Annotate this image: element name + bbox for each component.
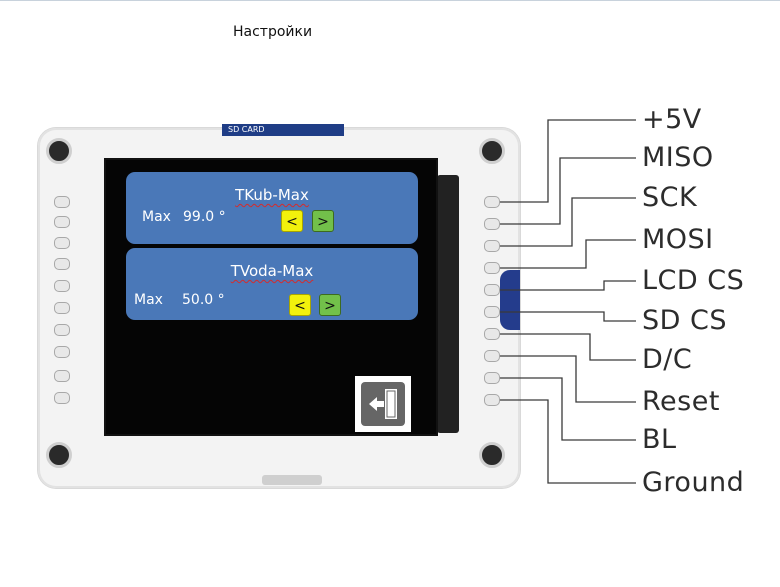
pin-label-sd-cs: SD CS — [642, 305, 728, 336]
bottom-connector — [262, 475, 322, 485]
left-pin — [54, 324, 70, 336]
board-side-component — [500, 270, 520, 330]
card-value: 50.0 ° — [182, 292, 225, 308]
pin-label-5v: +5V — [642, 104, 702, 135]
decrease-button[interactable]: < — [289, 294, 311, 316]
mount-hole-top-right — [479, 138, 505, 164]
increase-button[interactable]: > — [312, 210, 334, 232]
right-pin — [484, 306, 500, 318]
card-value-label: Max — [142, 209, 171, 225]
flex-connector — [437, 175, 459, 433]
mount-hole-top-left — [46, 138, 72, 164]
left-pin — [54, 258, 70, 270]
left-pin — [54, 237, 70, 249]
right-pin — [484, 394, 500, 406]
sd-card-label: SD CARD — [222, 124, 344, 136]
tkub-max-card: TKub-Max Max 99.0 ° < > — [126, 172, 418, 244]
right-pin — [484, 240, 500, 252]
right-pin — [484, 372, 500, 384]
lcd-screen: TKub-Max Max 99.0 ° < > TVoda-Max Max 50… — [104, 158, 438, 436]
pin-label-lcd-cs: LCD CS — [642, 265, 745, 296]
mount-hole-bottom-right — [479, 442, 505, 468]
left-pin — [54, 370, 70, 382]
tvoda-max-card: TVoda-Max Max 50.0 ° < > — [126, 248, 418, 320]
mount-hole-bottom-left — [46, 442, 72, 468]
increase-button[interactable]: > — [319, 294, 341, 316]
right-pin — [484, 284, 500, 296]
left-pin — [54, 216, 70, 228]
decrease-button[interactable]: < — [281, 210, 303, 232]
card-value-label: Max — [134, 292, 163, 308]
left-pin — [54, 346, 70, 358]
pin-label-ground: Ground — [642, 467, 745, 498]
pin-label-reset: Reset — [642, 386, 720, 417]
pin-label-sck: SCK — [642, 182, 698, 213]
card-value: 99.0 ° — [183, 209, 226, 225]
left-pin — [54, 196, 70, 208]
right-pin — [484, 328, 500, 340]
card-title: TVoda-Max — [230, 262, 314, 280]
right-pin — [484, 262, 500, 274]
left-pin — [54, 392, 70, 404]
pin-label-miso: MISO — [642, 142, 714, 173]
left-pin — [54, 302, 70, 314]
card-title: TKub-Max — [235, 186, 309, 204]
right-pin — [484, 218, 500, 230]
pin-label-bl: BL — [642, 424, 677, 455]
pin-label-dc: D/C — [642, 344, 693, 375]
exit-button[interactable] — [355, 376, 411, 432]
page-title: Настройки — [233, 24, 313, 40]
left-pin — [54, 280, 70, 292]
pin-label-mosi: MOSI — [642, 224, 714, 255]
right-pin — [484, 196, 500, 208]
right-pin — [484, 350, 500, 362]
exit-door-icon — [361, 382, 405, 426]
top-border-line — [0, 0, 780, 1]
